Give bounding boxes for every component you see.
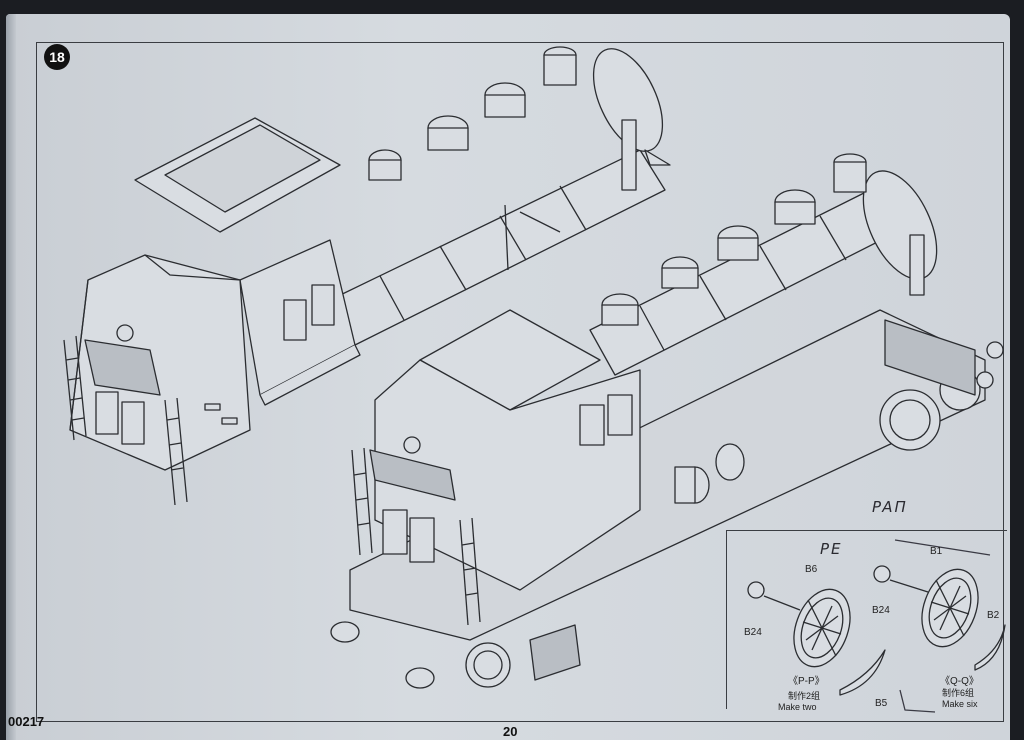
part-label-b6: B6 [805, 564, 818, 575]
upper-locomotive [63, 46, 671, 506]
part-label-b1: B1 [930, 546, 943, 557]
assembly-cn-left: 制作2组 [788, 691, 821, 701]
page-number: 20 [503, 724, 518, 739]
part-label-b24-right: B24 [872, 605, 890, 616]
handwritten-note-top: PAΠ [872, 498, 908, 516]
assembly-code-left: 《P-P》 [788, 676, 825, 687]
page-binding-edge [6, 14, 16, 740]
lower-locomotive [330, 153, 1004, 689]
handwritten-note-mid: PE [820, 540, 843, 558]
wheel-inset-art [747, 539, 1006, 713]
assembly-code-right: 《Q-Q》 [940, 676, 979, 687]
assembly-cn-right: 制作6组 [942, 688, 975, 698]
part-label-b2: B2 [987, 610, 1000, 621]
assembly-en-left: Make two [778, 702, 817, 712]
part-label-b5: B5 [875, 698, 888, 709]
step-frame [36, 42, 1004, 722]
step-number-badge: 18 [44, 44, 70, 70]
catalog-number: 00217 [8, 714, 45, 729]
assembly-en-right: Make six [942, 699, 978, 709]
wheel-detail-inset [726, 530, 1007, 709]
part-label-b24-left: B24 [744, 627, 762, 638]
